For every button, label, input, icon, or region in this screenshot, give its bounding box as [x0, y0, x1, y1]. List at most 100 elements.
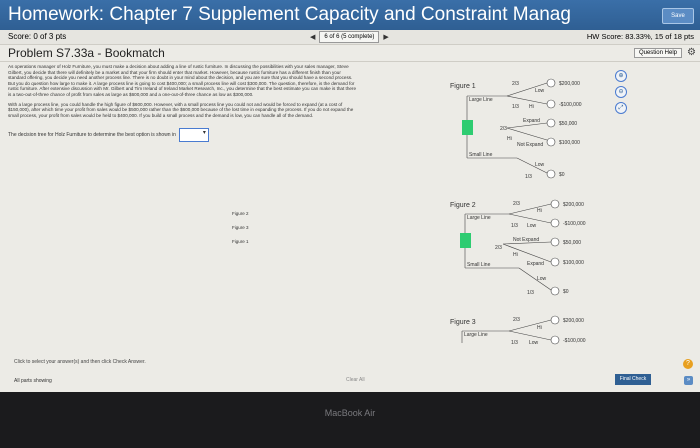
prev-arrow-icon[interactable]: ◀	[310, 33, 316, 41]
fig1-p-lo-2: 1/3	[525, 174, 532, 180]
figure-3-label: Figure 3	[450, 319, 476, 326]
fig2-chance-node	[550, 237, 560, 247]
problem-text: As operations manager of Holz Furniture,…	[8, 64, 358, 143]
figure-tools: ⊕ ⊖ ⤢	[615, 70, 629, 118]
fig1-v4: $100,000	[559, 140, 580, 146]
save-button[interactable]: Save	[662, 8, 694, 24]
instruction-text: Click to select your answer(s) and then …	[14, 359, 146, 365]
hw-score: HW Score: 83.33%, 15 of 18 pts	[586, 32, 694, 41]
figure-2: Figure 2 Large Line Small Line 2/3 Hi 1/…	[450, 199, 586, 296]
problem-bar: Problem S7.33a - Bookmatch Question Help…	[0, 45, 700, 62]
fig1-v1: $200,000	[559, 81, 580, 87]
fig3-p-lo: 1/3	[511, 340, 518, 346]
fig3-large-line: Large Line	[464, 332, 488, 338]
clear-all-button[interactable]: Clear All	[346, 377, 365, 383]
help-icon[interactable]: ?	[683, 359, 693, 369]
fig1-v5: $0	[559, 172, 565, 178]
fig2-v5: $0	[563, 289, 569, 295]
header-bar: Homework: Chapter 7 Supplement Capacity …	[0, 0, 700, 30]
fig2-v3: $50,000	[563, 240, 581, 246]
fig1-hi: Hi	[529, 104, 534, 110]
answer-prompt: The decision tree for Holz Furniture to …	[8, 128, 358, 143]
option-figure-2[interactable]: Figure 2	[232, 211, 249, 216]
info-bar: Score: 0 of 3 pts ◀ 6 of 6 (5 complete) …	[0, 30, 700, 45]
chevron-down-icon: ▾	[202, 130, 206, 137]
gear-icon[interactable]: ⚙	[687, 47, 696, 58]
zoom-out-icon[interactable]: ⊖	[615, 86, 627, 98]
fig3-v2: -$100,000	[563, 338, 586, 344]
fig1-p-lo: 1/3	[512, 104, 519, 110]
dropdown-options: Figure 2 Figure 3 Figure 1	[232, 211, 280, 253]
fig2-p-hi-2: 2/3	[495, 245, 502, 251]
fig2-hi: Hi	[537, 208, 542, 214]
fig2-chance-node	[550, 218, 560, 228]
decision-tree-figures: Figure 1 Large Line Small Line 2/3 Low 1…	[450, 78, 586, 346]
fig1-chance-node	[546, 99, 556, 109]
fig2-hi-2: Hi	[513, 252, 518, 258]
parts-showing: All parts showing	[14, 378, 52, 384]
fig1-low: Low	[535, 88, 545, 94]
fig2-chance-node	[550, 286, 560, 296]
fig2-low-2: Low	[537, 276, 547, 282]
fig3-chance-node	[550, 315, 560, 325]
fig3-p-hi: 2/3	[513, 317, 520, 323]
fig2-not-expand: Not Expand	[513, 237, 539, 243]
problem-paragraph-1: As operations manager of Holz Furniture,…	[8, 64, 357, 97]
fig1-low-2: Low	[535, 162, 545, 168]
device-brand: MacBook Air	[324, 408, 376, 418]
fig2-p-lo-2: 1/3	[527, 290, 534, 296]
fig2-p-lo: 1/3	[511, 223, 518, 229]
fig1-v2: -$100,000	[559, 102, 582, 108]
fig3-chance-node	[550, 335, 560, 345]
fig1-large-line: Large Line	[469, 97, 493, 103]
option-figure-3[interactable]: Figure 3	[232, 225, 249, 230]
fig1-not-expand: Not Expand	[517, 142, 543, 148]
question-pager[interactable]: 6 of 6 (5 complete)	[319, 30, 380, 43]
laptop-bezel	[0, 392, 700, 448]
fig2-v1: $200,000	[563, 202, 584, 208]
final-check-button[interactable]: Final Check	[615, 374, 651, 385]
zoom-in-icon[interactable]: ⊕	[615, 70, 627, 82]
fig2-expand: Expand	[527, 261, 544, 267]
fig2-p-hi: 2/3	[513, 201, 520, 207]
fig1-chance-node	[546, 118, 556, 128]
browser-screen: Homework: Chapter 7 Supplement Capacity …	[0, 0, 700, 392]
fig3-hi: Hi	[537, 325, 542, 331]
fig1-p-hi-2: 2/3	[500, 126, 507, 132]
page-title: Homework: Chapter 7 Supplement Capacity …	[8, 4, 571, 25]
fig2-chance-node	[550, 257, 560, 267]
fig1-expand: Expand	[523, 118, 540, 124]
question-help-button[interactable]: Question Help	[633, 48, 682, 58]
fig2-v4: $100,000	[563, 260, 584, 266]
problem-title: Problem S7.33a - Bookmatch	[8, 46, 165, 60]
question-navigator: ◀ 6 of 6 (5 complete) ▶	[310, 30, 389, 43]
fig1-chance-node	[546, 78, 556, 88]
figure-1-label: Figure 1	[450, 83, 476, 90]
option-figure-1[interactable]: Figure 1	[232, 239, 249, 244]
fig1-v3: $50,000	[559, 121, 577, 127]
fig1-hi-2: Hi	[507, 136, 512, 142]
fig2-large-line: Large Line	[467, 215, 491, 221]
problem-paragraph-2: With a large process line, you could han…	[8, 101, 354, 118]
figure-1: Figure 1 Large Line Small Line 2/3 Low 1…	[450, 78, 582, 180]
fig1-chance-node	[546, 137, 556, 147]
expand-icon[interactable]: ⤢	[615, 102, 627, 114]
fig1-decision-node	[462, 120, 473, 135]
fig1-p-hi: 2/3	[512, 81, 519, 87]
answer-dropdown[interactable]: ▾	[178, 128, 209, 143]
fig3-low: Low	[529, 340, 539, 346]
figure-2-label: Figure 2	[450, 202, 476, 209]
fig1-chance-node	[546, 169, 556, 179]
fig2-v2: -$100,000	[563, 221, 586, 227]
fig2-small-line: Small Line	[467, 262, 491, 268]
fig2-chance-node	[550, 199, 560, 209]
fig2-low: Low	[527, 223, 537, 229]
prompt-text: The decision tree for Holz Furniture to …	[8, 131, 176, 138]
fig2-decision-node	[460, 233, 471, 248]
next-arrow-icon[interactable]: ▶	[383, 33, 389, 41]
next-part-icon[interactable]: »	[684, 376, 693, 385]
fig1-small-line: Small Line	[469, 152, 493, 158]
score-text: Score: 0 of 3 pts	[8, 32, 67, 41]
fig3-v1: $200,000	[563, 318, 584, 324]
figure-3: Figure 3 Large Line 2/3 Hi 1/3 Low $200,…	[450, 315, 586, 346]
